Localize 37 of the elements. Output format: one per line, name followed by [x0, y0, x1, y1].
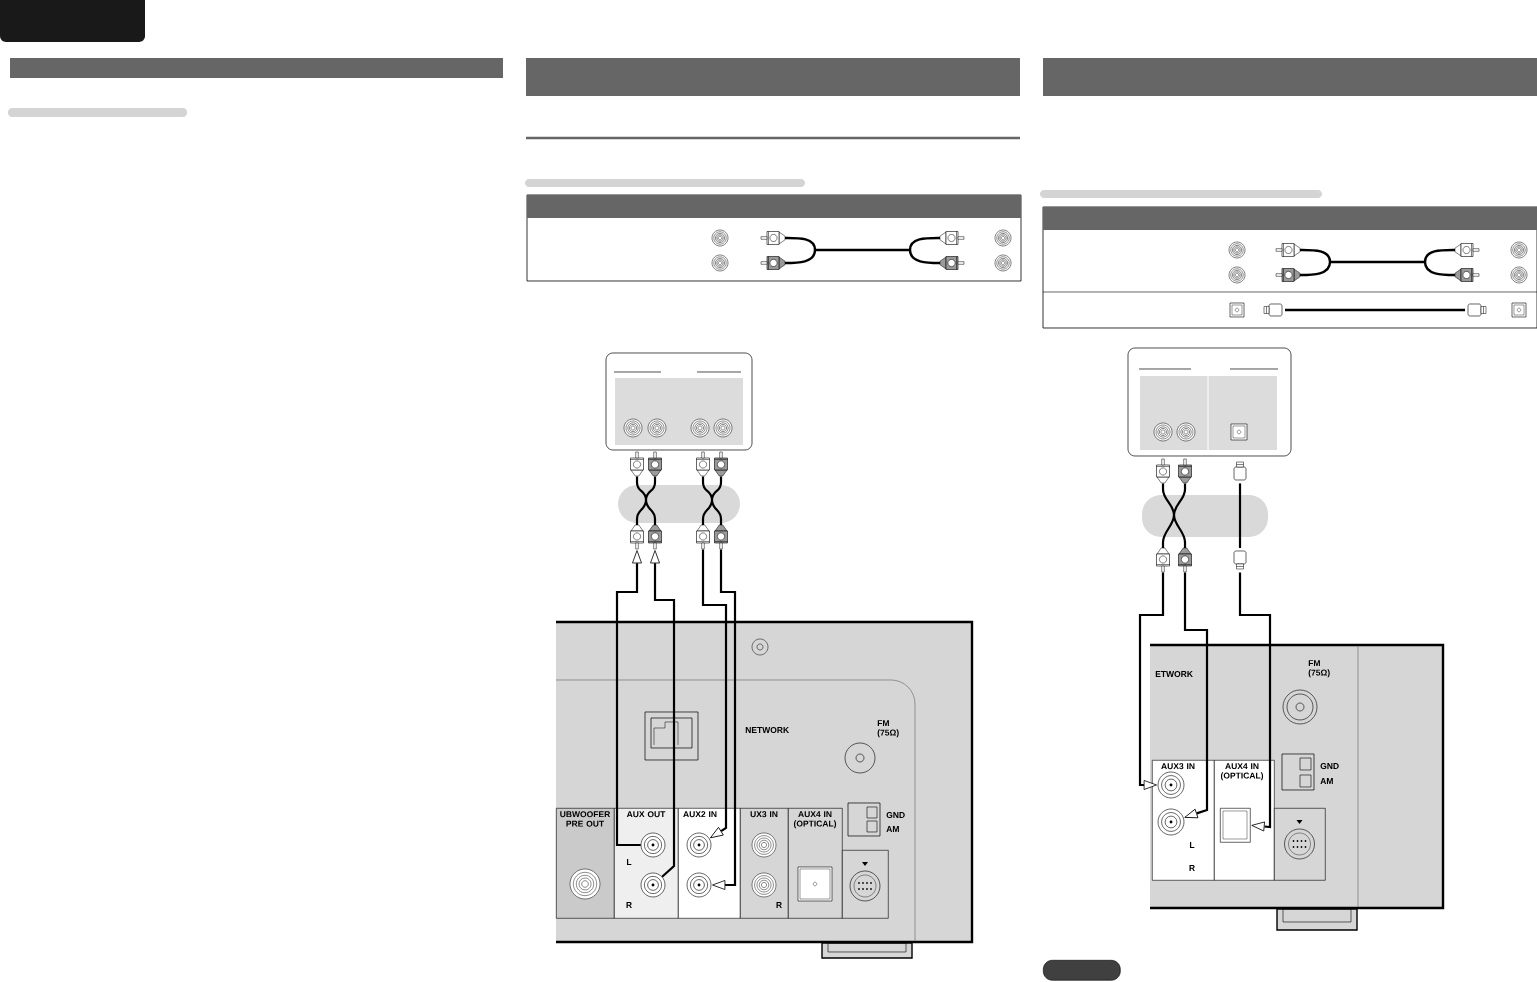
- plug-pair: [630, 524, 662, 550]
- connector-socket: [1274, 808, 1326, 881]
- cable: [1138, 572, 1165, 790]
- panel-label: FM (75Ω): [877, 720, 899, 738]
- connector-socket: [842, 850, 889, 919]
- plug-pair: [1156, 547, 1192, 573]
- device-drawing: [605, 352, 753, 523]
- panel-label: NETWORK: [745, 727, 790, 733]
- jack: [640, 832, 666, 858]
- cable: [701, 549, 728, 839]
- panel-label: GND: [886, 812, 905, 818]
- cable: [615, 550, 642, 847]
- cable: [712, 549, 737, 890]
- jack: [1157, 808, 1185, 836]
- cable: [701, 475, 723, 527]
- optical-plug: [1233, 550, 1247, 570]
- plug-pair: [696, 524, 728, 550]
- panel-label: FM (75Ω): [1308, 660, 1330, 678]
- terminal-section: UX3 IN R: [740, 808, 789, 919]
- panel-label: AM: [1320, 778, 1333, 784]
- panel-label: GND: [1320, 763, 1339, 769]
- jack: [1157, 771, 1185, 799]
- cable: [1161, 482, 1187, 550]
- panel-label: ETWORK: [1155, 671, 1193, 677]
- device-drawing: [1127, 347, 1292, 537]
- jack: [686, 872, 712, 898]
- cable: [1238, 572, 1272, 832]
- note-badge: [1043, 960, 1121, 981]
- optical-port: [1220, 808, 1251, 843]
- panel-label: AM: [886, 826, 899, 832]
- jack: [640, 872, 666, 898]
- terminal-section: UBWOOFER PRE OUT: [556, 808, 615, 919]
- cable: [635, 475, 657, 527]
- cable: [650, 550, 676, 878]
- jack: [686, 832, 712, 858]
- cable: [1183, 572, 1209, 819]
- terminal-section: AUX4 IN (OPTICAL): [788, 808, 843, 919]
